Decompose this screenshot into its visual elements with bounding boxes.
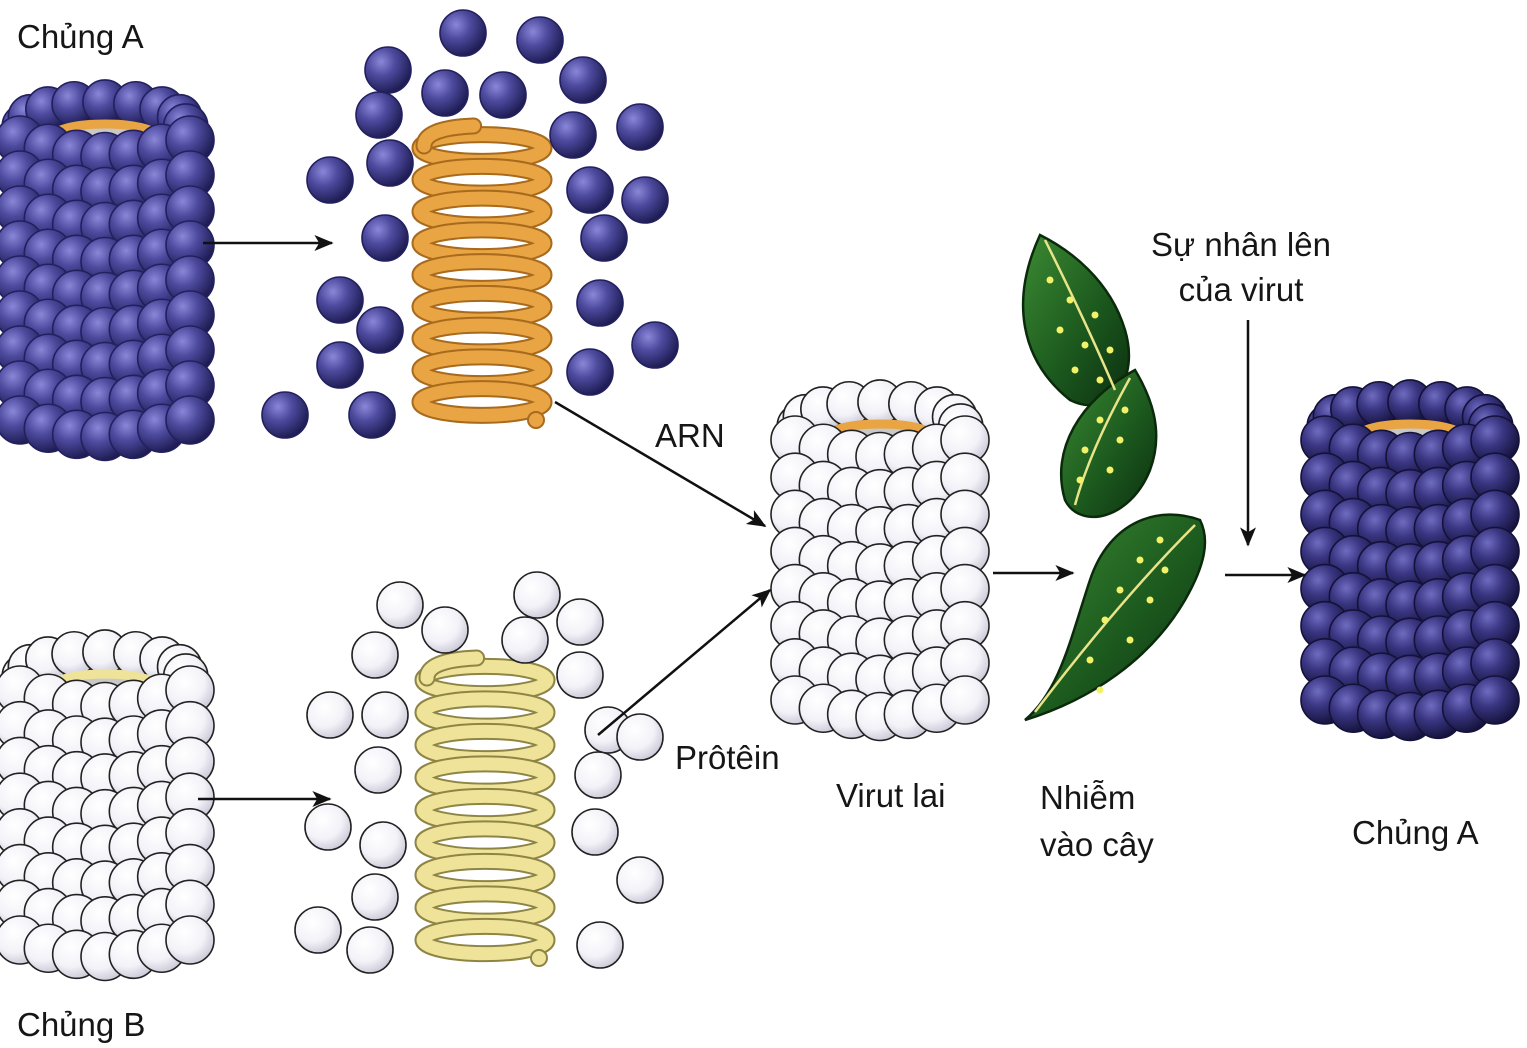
free-protein-subunit [514, 572, 560, 618]
infection-spot [1057, 327, 1064, 334]
free-protein-subunit [577, 280, 623, 326]
free-protein-subunit [262, 392, 308, 438]
infect-plant-label-line1: Nhiễm [1040, 776, 1135, 820]
multiplication-label-line1: Sự nhân lên [1135, 223, 1347, 267]
free-protein-subunit [352, 874, 398, 920]
infection-spot [1157, 537, 1164, 544]
infection-spot [1072, 367, 1079, 374]
free-protein-subunit [347, 927, 393, 973]
free-protein-subunit [575, 752, 621, 798]
free-protein-subunit [572, 809, 618, 855]
strain-a-rna-separated [262, 10, 678, 438]
protein-subunit [1471, 676, 1519, 724]
infection-spot [1082, 342, 1089, 349]
free-protein-subunit [557, 652, 603, 698]
free-protein-subunit [480, 72, 526, 118]
free-protein-subunit [295, 907, 341, 953]
multiplication-label-line2: của virut [1135, 268, 1347, 312]
infection-spot [1162, 567, 1169, 574]
free-protein-subunit [357, 307, 403, 353]
free-protein-subunit [617, 857, 663, 903]
free-protein-subunit [557, 599, 603, 645]
infection-spot [1067, 297, 1074, 304]
free-protein-subunit [422, 607, 468, 653]
free-protein-subunit [617, 104, 663, 150]
strain-b-rna-separated [295, 572, 663, 973]
free-protein-subunit [307, 157, 353, 203]
free-protein-subunit [622, 177, 668, 223]
free-protein-subunit [567, 167, 613, 213]
strain-a-result-label: Chủng A [1352, 811, 1479, 855]
free-protein-subunit [517, 17, 563, 63]
free-protein-subunit [502, 617, 548, 663]
infection-spot [1137, 557, 1144, 564]
leaf-1 [1023, 235, 1129, 405]
strain-a-label: Chủng A [17, 15, 144, 59]
free-protein-subunit [352, 632, 398, 678]
free-protein-subunit [307, 692, 353, 738]
free-protein-subunit [367, 140, 413, 186]
infection-spot [1097, 687, 1104, 694]
protein-label: Prôtêin [675, 736, 780, 780]
hybrid-virus-label: Virut lai [836, 774, 945, 818]
free-protein-subunit [550, 112, 596, 158]
free-protein-subunit [440, 10, 486, 56]
infection-spot [1087, 657, 1094, 664]
infect-plant-label-line2: vào cây [1040, 823, 1154, 867]
protein-subunit [941, 676, 989, 724]
free-protein-subunit [365, 47, 411, 93]
infection-spot [1047, 277, 1054, 284]
free-protein-subunit [317, 277, 363, 323]
free-protein-subunit [317, 342, 363, 388]
rna-label: ARN [655, 414, 725, 458]
infection-spot [1117, 437, 1124, 444]
infection-spot [1107, 467, 1114, 474]
protein-subunit [166, 396, 214, 444]
free-protein-subunit [422, 70, 468, 116]
infection-spot [1092, 312, 1099, 319]
infection-spot [1117, 587, 1124, 594]
infection-spot [1127, 637, 1134, 644]
free-protein-subunit [305, 804, 351, 850]
free-protein-subunit [356, 92, 402, 138]
strain-b-virus [0, 630, 214, 981]
infection-spot [1102, 617, 1109, 624]
infection-spot [1097, 377, 1104, 384]
free-protein-subunit [362, 692, 408, 738]
free-protein-subunit [377, 582, 423, 628]
strain-a-virus [0, 80, 214, 461]
infection-spot [1077, 477, 1084, 484]
free-protein-subunit [567, 349, 613, 395]
hybrid-virus [771, 380, 989, 741]
infection-spot [1147, 597, 1154, 604]
protein-subunit [166, 916, 214, 964]
free-protein-subunit [632, 322, 678, 368]
infection-spot [1122, 407, 1129, 414]
free-protein-subunit [355, 747, 401, 793]
free-protein-subunit [362, 215, 408, 261]
infection-spot [1107, 347, 1114, 354]
free-protein-subunit [581, 215, 627, 261]
strain-a-progeny-virus [1301, 380, 1519, 741]
free-protein-subunit [349, 392, 395, 438]
free-protein-subunit [577, 922, 623, 968]
arrow-protein-to-hybrid [598, 590, 770, 735]
strain-b-label: Chủng B [17, 1003, 145, 1047]
free-protein-subunit [617, 714, 663, 760]
free-protein-subunit [560, 57, 606, 103]
free-protein-subunit [360, 822, 406, 868]
infection-spot [1082, 447, 1089, 454]
infection-spot [1097, 417, 1104, 424]
